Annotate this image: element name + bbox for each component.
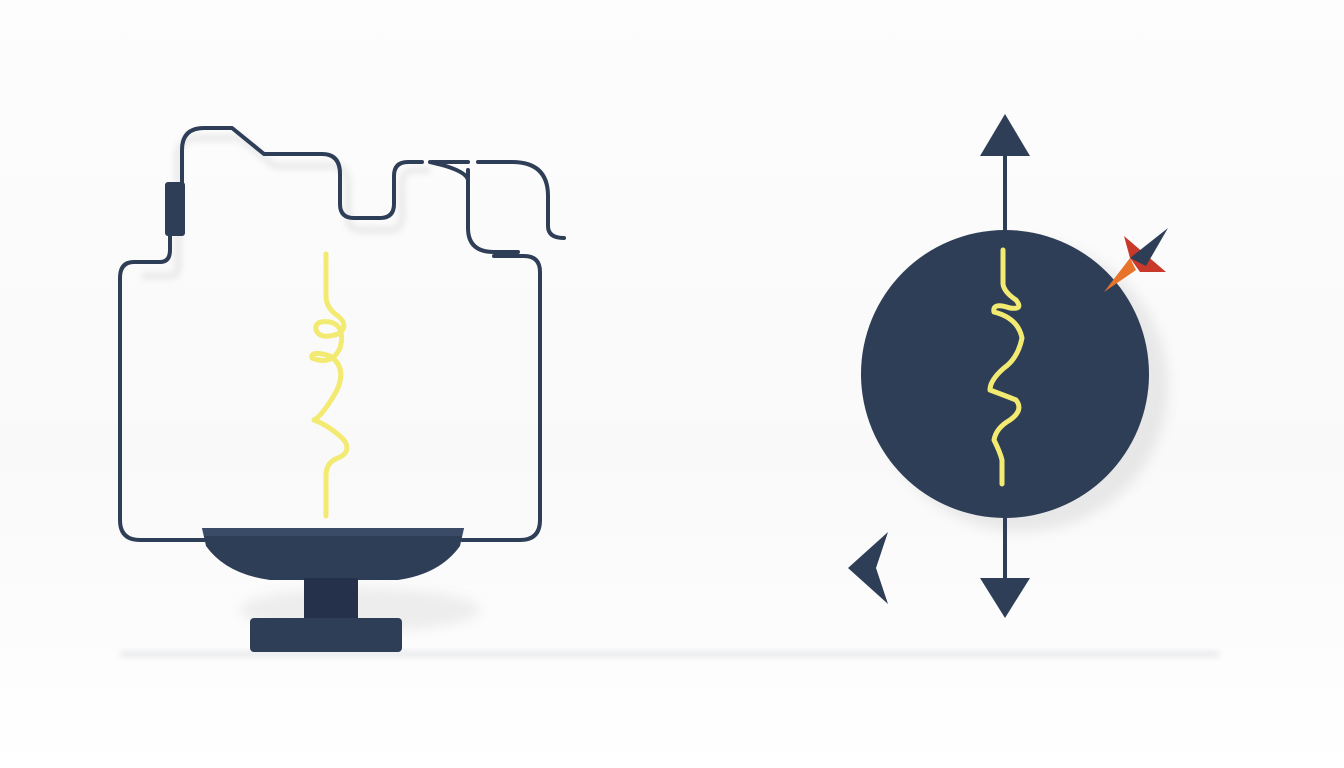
sphere-icon: [861, 230, 1149, 518]
chevron-left-icon: [848, 532, 888, 604]
dart-arrow-icon: [1104, 228, 1168, 292]
wire-loop-shadow: [142, 134, 430, 280]
wire-loop-icon: [118, 126, 566, 542]
arrow-down-icon: [980, 578, 1030, 618]
wire-connector-icon: [165, 182, 185, 236]
right-figure: [848, 114, 1168, 618]
sine-wave-icon: [309, 251, 350, 519]
left-figure: [118, 126, 566, 652]
sphere-sine-wave-icon: [987, 247, 1025, 487]
arrow-up-icon: [980, 114, 1030, 156]
pedestal-dish-icon: [202, 528, 464, 652]
